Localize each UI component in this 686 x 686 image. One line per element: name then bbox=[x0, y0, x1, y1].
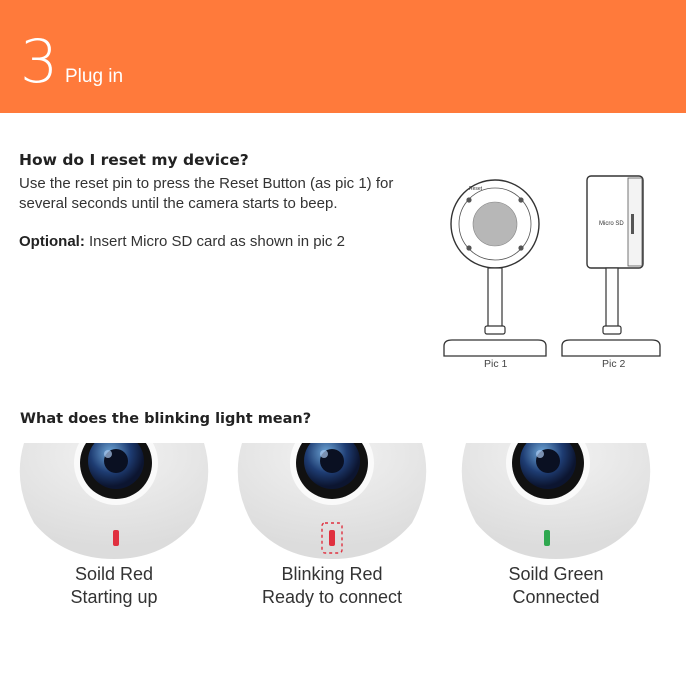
pic2-camera-side-illustration: Micro SD bbox=[561, 175, 661, 357]
optional-label: Optional: bbox=[19, 233, 85, 250]
status-card-blinking-red: Blinking Red Ready to connect bbox=[222, 443, 442, 613]
reset-button-label: Reset bbox=[469, 186, 483, 192]
pic2-label: Pic 2 bbox=[602, 358, 626, 370]
status-meaning: Starting up bbox=[70, 587, 158, 607]
status-card-solid-green: Soild Green Connected bbox=[446, 443, 666, 613]
status-meaning: Ready to connect bbox=[261, 587, 403, 607]
reset-instructions: Use the reset pin to press the Reset But… bbox=[19, 175, 394, 212]
optional-text: Insert Micro SD card as shown in pic 2 bbox=[84, 233, 345, 250]
step-number: 3 bbox=[20, 27, 59, 97]
pic1-label: Pic 1 bbox=[484, 358, 508, 370]
status-name: Soild Green bbox=[508, 564, 604, 584]
led-indicator bbox=[544, 530, 550, 546]
status-name: Blinking Red bbox=[281, 564, 383, 584]
status-name: Soild Red bbox=[74, 564, 154, 584]
pic1-camera-front-illustration: Reset bbox=[443, 179, 547, 357]
light-question-heading: What does the blinking light mean? bbox=[20, 411, 312, 427]
status-meaning: Connected bbox=[512, 587, 600, 607]
status-card-solid-red: Soild Red Starting up bbox=[4, 443, 224, 613]
optional-instruction: Optional: Insert Micro SD card as shown … bbox=[19, 233, 345, 250]
led-indicator bbox=[113, 530, 119, 546]
camera-lens-illustration bbox=[237, 443, 427, 559]
header-banner: 3 Plug in bbox=[0, 0, 686, 113]
camera-diagram: Reset Micro SD bbox=[443, 175, 661, 357]
micro-sd-label: Micro SD bbox=[599, 221, 624, 227]
blink-indicator-outline bbox=[321, 522, 343, 554]
step-title: Plug in bbox=[65, 66, 124, 87]
camera-lens-illustration bbox=[19, 443, 209, 559]
led-indicator bbox=[329, 530, 335, 546]
camera-lens-illustration bbox=[461, 443, 651, 559]
reset-question-heading: How do I reset my device? bbox=[19, 151, 249, 169]
